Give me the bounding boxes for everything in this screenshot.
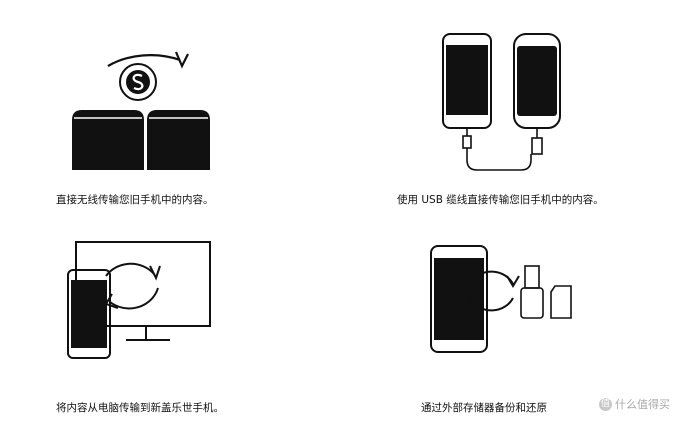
external-storage-icon	[430, 245, 572, 353]
watermark: 值 什么值得买	[599, 396, 670, 412]
panel-usb-transfer: 使用 USB 缆线直接传输您旧手机中的内容。	[395, 10, 635, 210]
panel-external-storage: 通过外部存储器备份和还原	[395, 222, 635, 422]
pc-transfer-icon	[67, 241, 211, 359]
watermark-text: 什么值得买	[615, 398, 670, 411]
panel-wireless-transfer: 直接无线传输您旧手机中的内容。	[30, 10, 270, 210]
caption-pc: 将内容从电脑传输到新盖乐世手机。	[56, 402, 224, 414]
panel-pc-transfer: 将内容从电脑传输到新盖乐世手机。	[30, 222, 270, 422]
wireless-transfer-icon	[72, 51, 210, 170]
caption-storage: 通过外部存储器备份和还原	[421, 402, 547, 414]
caption-usb: 使用 USB 缆线直接传输您旧手机中的内容。	[397, 194, 604, 206]
usb-cable-icon	[442, 33, 561, 171]
watermark-badge-icon: 值	[599, 397, 612, 411]
caption-wireless: 直接无线传输您旧手机中的内容。	[56, 194, 214, 206]
